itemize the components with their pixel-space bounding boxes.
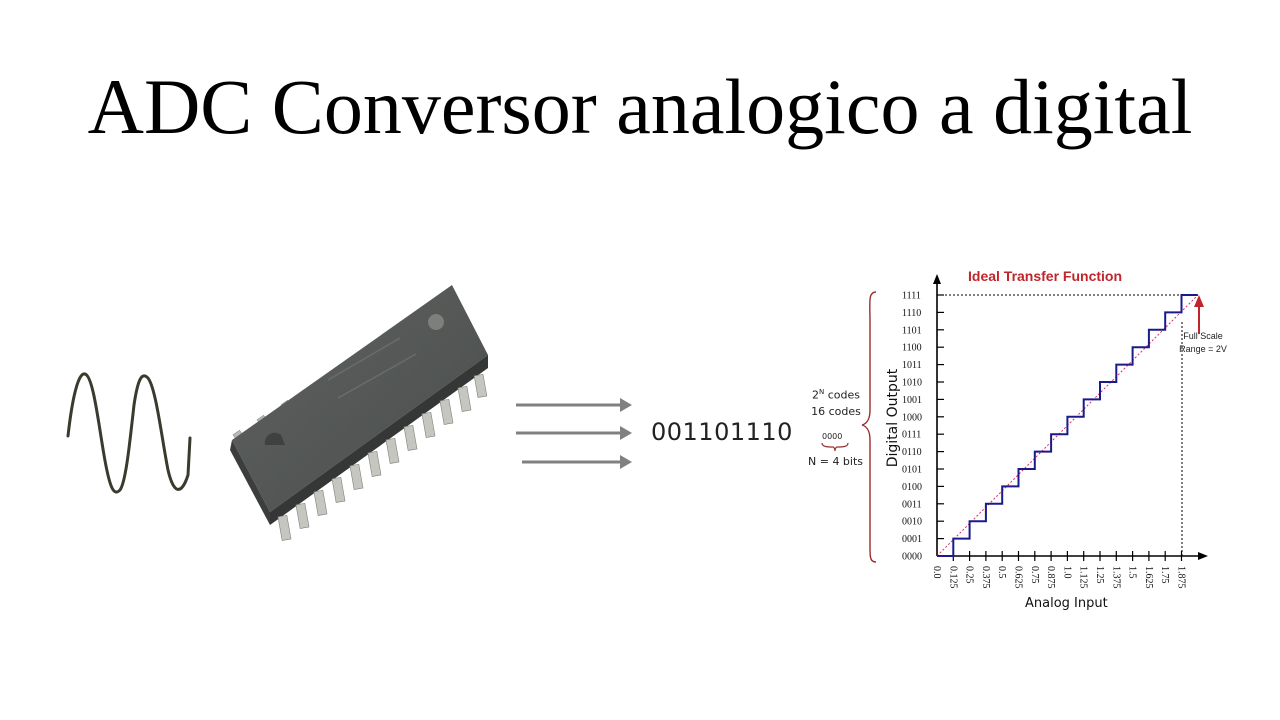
y-tick-label: 1111 <box>902 291 921 302</box>
codes-annotation: 2N codes 16 codes <box>808 384 864 420</box>
x-tick-label: 1.25 <box>1094 566 1105 584</box>
small-brace-icon <box>821 442 849 452</box>
x-tick-label: 0.75 <box>1029 566 1040 584</box>
full-scale-line2: Range = 2V <box>1179 344 1227 354</box>
y-tick-label: 0000 <box>902 552 922 563</box>
x-tick-label: 0.5 <box>996 566 1007 579</box>
x-tick-label: 0.625 <box>1013 566 1024 589</box>
x-tick-label: 0.375 <box>980 566 991 589</box>
y-tick-label: 0111 <box>902 430 921 441</box>
y-tick-label: 1100 <box>902 343 922 354</box>
x-tick-label: 0.125 <box>947 566 958 589</box>
data-arrows-icon <box>516 398 632 469</box>
y-tick-label: 1000 <box>902 412 922 423</box>
codes-count: 16 codes <box>811 404 861 418</box>
x-tick-label: 1.75 <box>1159 566 1170 584</box>
x-tick-label: 1.875 <box>1176 566 1187 589</box>
x-axis-label: Analog Input <box>1025 596 1108 611</box>
x-tick-label: 1.625 <box>1143 566 1154 589</box>
y-tick-label: 1011 <box>902 360 922 371</box>
slide-title: ADC Conversor analogico a digital <box>87 63 1193 150</box>
bits-annotation: N = 4 bits <box>808 455 864 468</box>
binary-output: 001101110 <box>651 418 793 446</box>
y-tick-label: 0100 <box>902 482 922 493</box>
y-tick-label: 1001 <box>902 395 922 406</box>
y-tick-label: 0011 <box>902 499 922 510</box>
y-tick-label: 0010 <box>902 517 922 528</box>
x-tick-label: 1.375 <box>1110 566 1121 589</box>
x-tick-label: 0.875 <box>1045 566 1056 589</box>
y-axis-label: Digital Output <box>885 368 901 468</box>
x-tick-label: 0.25 <box>964 566 975 584</box>
full-scale-annotation: Full Scale Range = 2V <box>1178 330 1228 356</box>
y-tick-label: 1101 <box>902 325 922 336</box>
adc-chip-image <box>230 285 488 541</box>
y-tick-label: 1110 <box>902 308 921 319</box>
full-scale-line1: Full Scale <box>1183 331 1223 341</box>
sine-wave-icon <box>66 372 192 494</box>
y-tick-label: 0001 <box>902 534 922 545</box>
brace-label: 0000 <box>822 432 843 441</box>
transfer-chart-plot: 0000 0001 0010 0011 0100 0101 0110 0111 1000 1001… <box>861 274 1208 589</box>
y-tick-label: 1010 <box>902 378 922 389</box>
codes-exponent: N <box>818 388 825 396</box>
chart-title: Ideal Transfer Function <box>968 268 1123 284</box>
codes-base: 2 <box>811 388 819 402</box>
x-tick-label: 1.5 <box>1127 566 1138 579</box>
x-tick-label: 1.125 <box>1078 566 1089 589</box>
y-tick-label: 0110 <box>902 447 922 458</box>
y-tick-label: 0101 <box>902 465 922 476</box>
x-tick-label: 1.0 <box>1061 566 1072 579</box>
x-tick-label: 0.0 <box>931 566 942 579</box>
codes-suffix: codes <box>824 388 860 402</box>
